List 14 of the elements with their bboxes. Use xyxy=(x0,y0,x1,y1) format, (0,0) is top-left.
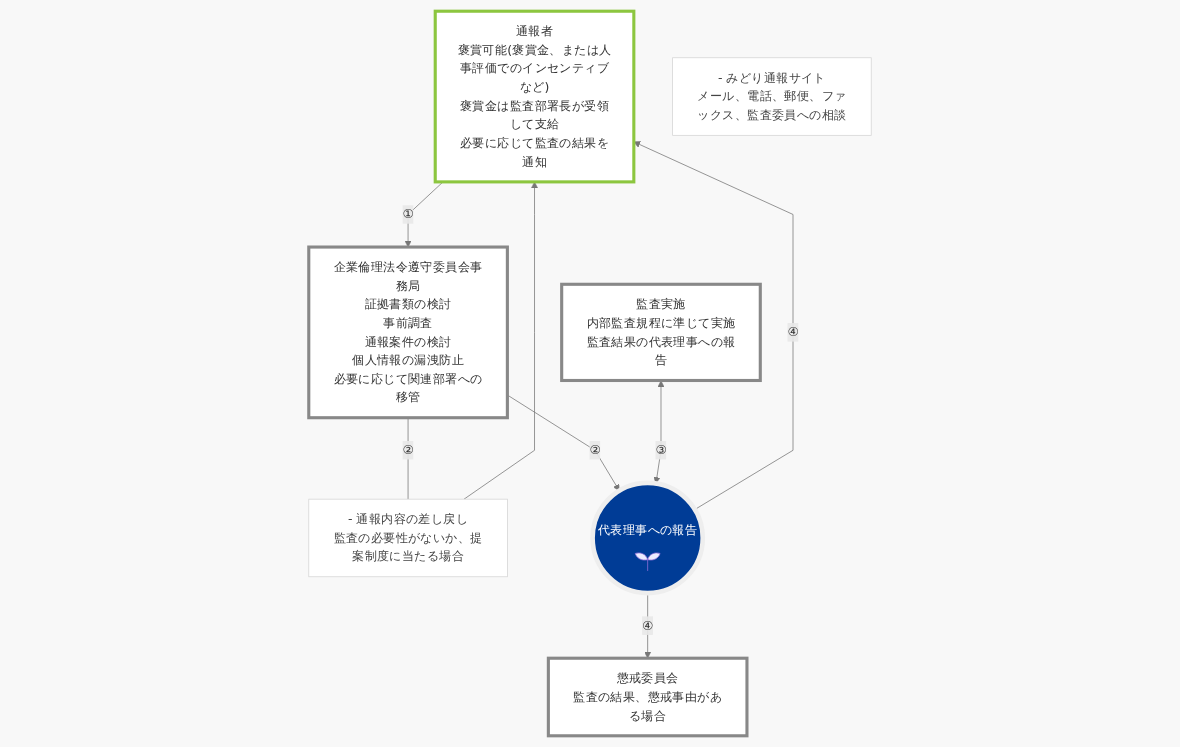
node-box: 企業倫理法令遵守委員会事務局 証拠書類の検討 事前調査 通報案件の検討 個人情報の漏洩防止 必要に応じて関連部署への移管 xyxy=(307,245,509,420)
edge-label: ③ xyxy=(655,442,667,458)
node-circle: 代表理事への報告 xyxy=(590,480,706,596)
edge-label: ② xyxy=(589,442,601,458)
node-box: 懲戒委員会 監査の結果、懲戒事由がある場合 xyxy=(546,656,749,738)
node-box: - 通報内容の差し戻し 監査の必要性がないか、提案制度に当たる場合 xyxy=(308,498,508,578)
edge-label: ④ xyxy=(787,324,799,340)
edge-label: ④ xyxy=(642,617,654,633)
connector xyxy=(407,417,409,500)
node-box: - みどり通報サイト メール、電話、郵便、ファックス、監査委員への相談 xyxy=(672,57,872,136)
node-box: 通報者 褒賞可能(褒賞金、または人事評価でのインセンティブなど) 褒賞金は監査部署長が受領して支給 必要に応じて監査の結果を通知 xyxy=(433,9,636,184)
node-box: 監査実施 内部監査規程に準じて実施 監査結果の代表理事への報告 xyxy=(560,282,762,383)
edge-label: ① xyxy=(402,206,414,222)
edge-label: ② xyxy=(402,442,414,458)
